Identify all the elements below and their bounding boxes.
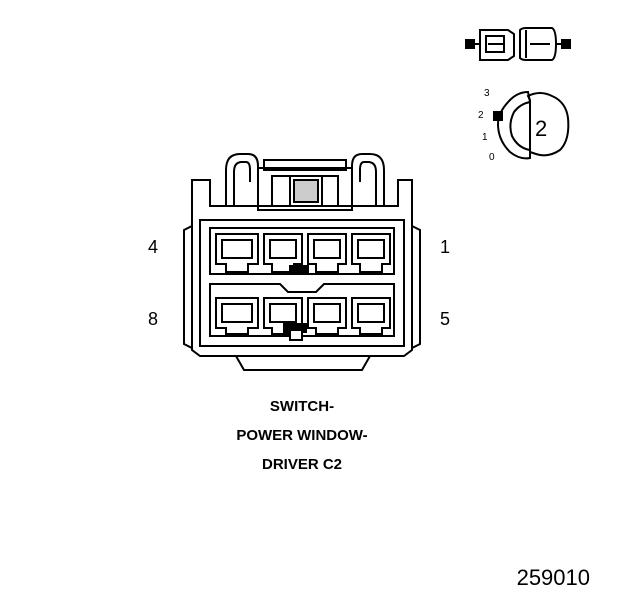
connector-latch <box>225 153 385 211</box>
caption-line-3: DRIVER C2 <box>261 456 343 473</box>
caption-line-2: POWER WINDOW- <box>236 427 368 444</box>
key-number: 2 <box>535 116 548 141</box>
key-scale-3: 3 <box>484 88 490 99</box>
connector-side-icon <box>465 27 571 61</box>
key-indicator-icon <box>493 90 570 160</box>
reference-number: 259010 <box>516 565 590 590</box>
key-scale-0: 0 <box>489 152 495 163</box>
cavity-row-top <box>209 227 395 275</box>
pin-label-bottom-left: 8 <box>148 309 159 329</box>
caption-line-1: SWITCH- <box>269 398 335 415</box>
pin-label-top-right: 1 <box>440 237 451 257</box>
connector-body <box>183 179 421 371</box>
key-scale-2: 2 <box>478 110 484 121</box>
cavity-row-bottom <box>209 283 395 341</box>
key-scale-1: 1 <box>482 132 488 143</box>
pin-label-top-left: 4 <box>148 237 159 257</box>
pin-label-bottom-right: 5 <box>440 309 451 329</box>
